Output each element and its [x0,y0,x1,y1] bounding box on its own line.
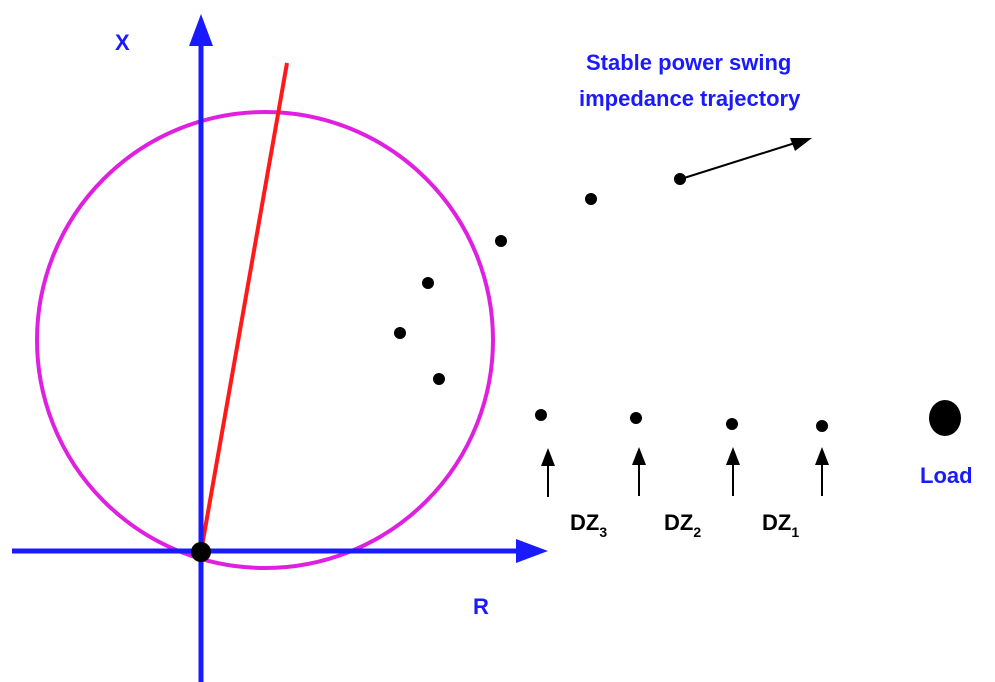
load-point [929,400,961,436]
relay-impedance-line [199,62,289,553]
trajectory-point [630,412,642,424]
trajectory-point [816,420,828,432]
trajectory-arrowhead [790,138,812,151]
r-axis-arrowhead [516,539,548,563]
zone-label-dz2: DZ2 [664,510,701,540]
trajectory-direction-arrow [683,142,796,179]
zone-arrow [815,447,829,496]
zone-arrow [541,448,555,497]
trajectory-point [394,327,406,339]
trajectory-point [495,235,507,247]
trajectory-point [433,373,445,385]
r-axis-label: R [473,594,489,619]
zone-arrow [632,447,646,496]
zone-arrow [726,447,740,496]
x-axis-arrowhead [189,14,213,46]
trajectory-point [674,173,686,185]
zone-label-dz1: DZ1 [762,510,799,540]
x-axis-label: X [115,30,130,55]
trajectory-caption-line2: impedance trajectory [579,86,801,111]
trajectory-point [422,277,434,289]
zone-label-dz3: DZ3 [570,510,607,540]
trajectory-caption-line1: Stable power swing [586,50,791,75]
trajectory-point [726,418,738,430]
origin-point [191,542,211,562]
trajectory-point [585,193,597,205]
mho-characteristic-circle [35,110,495,570]
load-label: Load [920,463,973,488]
trajectory-point [535,409,547,421]
